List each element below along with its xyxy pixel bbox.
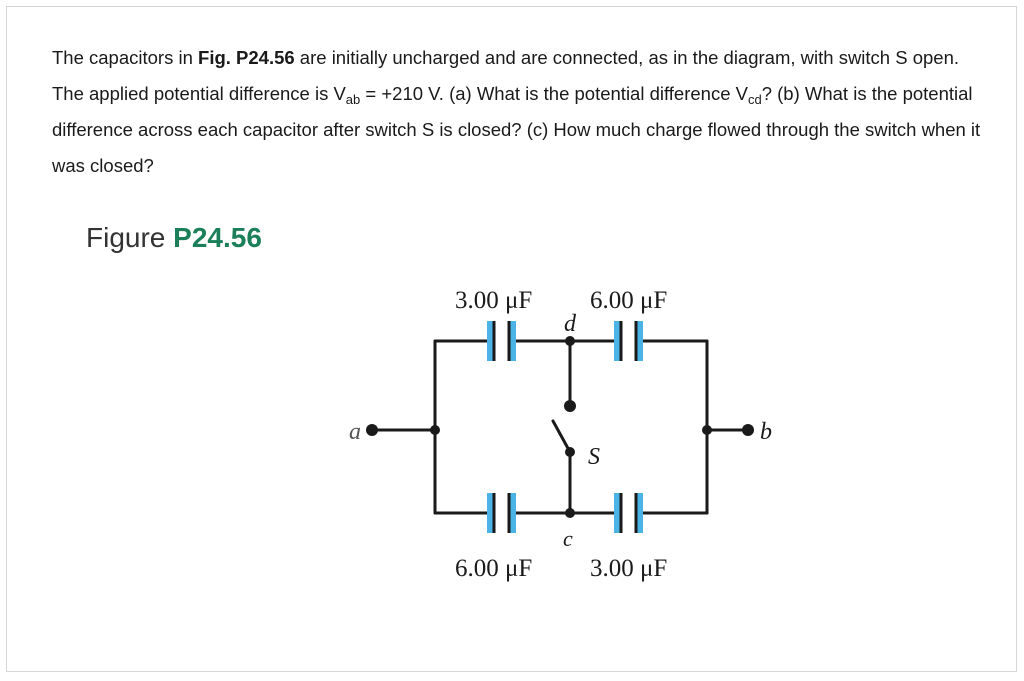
junction-dot — [430, 425, 440, 435]
cap-top-right-label: 6.00 μF — [590, 287, 667, 314]
capacitor-top-right — [614, 321, 643, 361]
circuit-diagram: 3.00 μF 6.00 μF 6.00 μF 3.00 μF d c a b … — [349, 287, 772, 582]
vcd-subscript: cd — [747, 92, 762, 107]
node-b-label: b — [760, 419, 772, 445]
figure-reference: Fig. P24.56 — [198, 47, 295, 68]
figure-label-word: Figure — [86, 222, 166, 253]
node-c-label: c — [563, 526, 573, 551]
node-a-label: a — [349, 419, 361, 445]
figure-title: Figure P24.56 — [86, 222, 262, 254]
cap-top-left-label: 3.00 μF — [455, 287, 532, 314]
node-c-dot — [565, 508, 575, 518]
switch-contact-dot — [564, 400, 576, 412]
problem-text: The capacitors in Fig. P24.56 are initia… — [52, 40, 982, 184]
switch-blade — [551, 419, 572, 454]
figure-label-number: P24.56 — [173, 222, 262, 253]
terminal-b-dot — [742, 424, 754, 436]
switch-pivot-dot — [565, 447, 575, 457]
switch-label: S — [588, 444, 600, 470]
node-d-dot — [565, 336, 575, 346]
junction-dot — [702, 425, 712, 435]
cap-bottom-right-label: 3.00 μF — [590, 555, 667, 582]
node-d-label: d — [564, 311, 577, 337]
vab-subscript: ab — [345, 92, 361, 107]
capacitor-bottom-left — [487, 493, 516, 533]
terminal-a-dot — [366, 424, 378, 436]
problem-text-part: ? (b) What is the potential difference a… — [52, 83, 981, 176]
capacitor-top-left — [487, 321, 516, 361]
cap-bottom-left-label: 6.00 μF — [455, 555, 532, 582]
capacitor-bottom-right — [614, 493, 643, 533]
problem-text-part: are initially uncharged and are connecte… — [52, 47, 960, 104]
problem-text-part: The capacitors in — [52, 47, 199, 68]
problem-text-part: = +210 V. (a) What is the potential diff… — [360, 83, 748, 104]
